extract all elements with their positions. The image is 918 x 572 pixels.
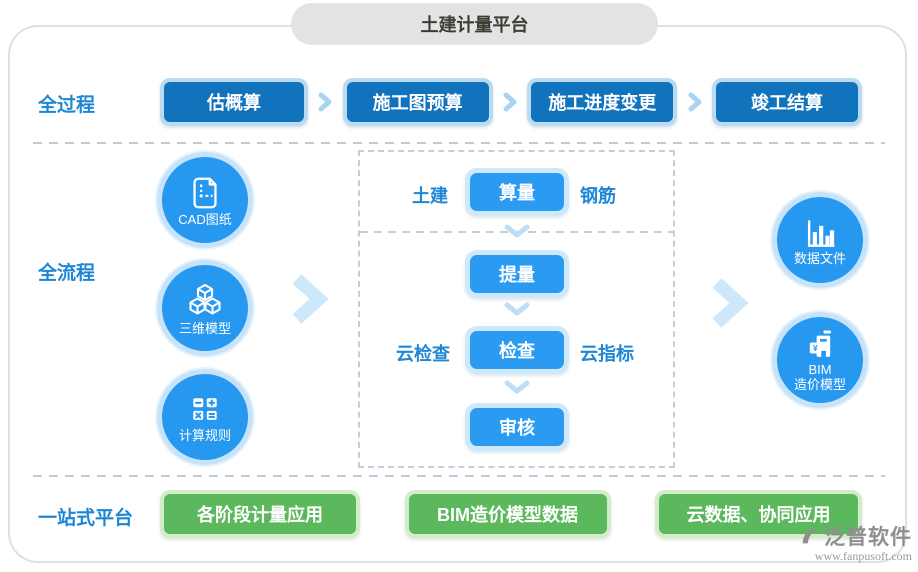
tag-cloud-index: 云指标 [580,344,634,364]
flow-row-label: 全流程 [38,263,96,284]
platform-item-stage-measurement[interactable]: 各阶段计量应用 [160,490,360,538]
process-steps-row: 估概算 施工图预算 施工进度变更 竣工结算 [160,78,862,126]
chevron-right-icon [503,92,517,112]
node-quantity-calc[interactable]: 算量 [465,168,569,216]
building-cost-icon: ¥ [809,330,832,357]
process-row-label: 全过程 [38,95,96,116]
input-node-3d-model[interactable]: 三维模型 [157,260,253,356]
process-step-construction-budget[interactable]: 施工图预算 [342,78,493,126]
node-check[interactable]: 检查 [465,326,569,374]
bar-chart-icon [807,219,835,247]
node-review[interactable]: 审核 [465,403,569,451]
process-step-progress-change[interactable]: 施工进度变更 [527,78,678,126]
input-node-label: CAD图纸 [178,211,232,227]
cad-drawing-icon [193,177,217,208]
platform-items-row: 各阶段计量应用 BIM造价模型数据 云数据、协同应用 [160,490,862,538]
output-node-bim-cost-model[interactable]: ¥ BIM 造价模型 [772,312,868,408]
page-title: 土建计量平台 [291,3,658,45]
tag-rebar: 钢筋 [580,186,616,206]
cubes-3d-icon [189,283,221,315]
node-extract-quantity[interactable]: 提量 [465,250,569,298]
input-node-calc-rules[interactable]: 计算规则 [157,369,253,465]
output-node-label: 数据文件 [793,250,846,266]
chevron-right-icon [318,92,332,112]
output-node-label: 造价模型 [793,377,846,392]
chevron-right-icon [688,92,702,112]
process-step-estimate[interactable]: 估概算 [160,78,308,126]
section-divider-top [33,142,885,144]
step-arrow-down-icon [504,380,530,394]
flow-arrow-right-icon [712,278,749,328]
platform-row-label: 一站式平台 [38,508,134,529]
tag-cloud-check: 云检查 [396,344,450,364]
input-node-cad-drawings[interactable]: CAD图纸 [157,152,253,248]
calculator-icon [193,397,217,420]
svg-text:¥: ¥ [813,343,818,353]
section-divider-bottom [33,475,885,477]
pipeline-dashed-frame [358,150,675,468]
flow-arrow-right-icon [292,274,329,324]
step-arrow-down-icon [504,302,530,316]
tag-civil: 土建 [412,186,448,206]
watermark-brand: 泛普软件 [824,526,912,549]
process-step-completion-settlement[interactable]: 竣工结算 [711,78,862,126]
output-node-label: BIM [808,362,832,377]
step-arrow-down-icon [504,224,530,238]
platform-item-cloud-collaboration[interactable]: 云数据、协同应用 [655,490,862,538]
watermark-site: www.fanpusoft.com [814,549,912,563]
platform-item-bim-cost-data[interactable]: BIM造价模型数据 [404,490,611,538]
input-node-label: 计算规则 [178,427,231,443]
output-node-data-files[interactable]: 数据文件 [772,192,868,288]
fanpu-logo-icon [802,528,820,544]
watermark: 泛普软件 www.fanpusoft.com [800,521,912,564]
input-node-label: 三维模型 [178,320,231,336]
